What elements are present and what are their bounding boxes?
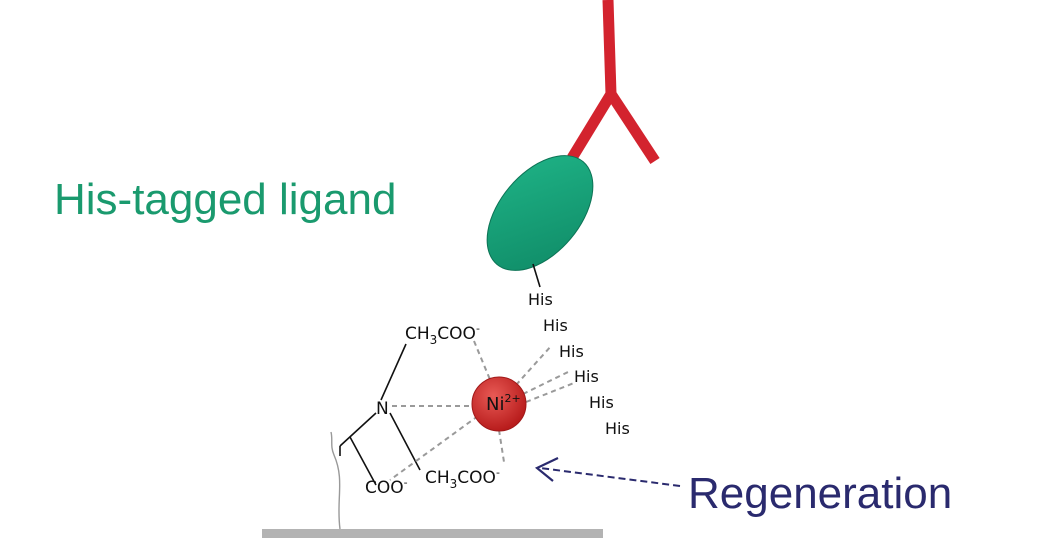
regeneration-arrow [534,457,681,487]
histidine-label: His [574,367,599,386]
ligand-linker [532,263,541,288]
ligand-body [486,155,594,271]
ligand-label: His-tagged ligand [54,175,396,224]
regeneration-label: Regeneration [688,469,952,518]
surface-tether [330,431,341,530]
nitrogen-atom: N [376,399,389,419]
coordination-bonds [389,340,575,481]
histidine-label: His [543,316,568,335]
carboxylate-bottom: COO- [365,476,408,498]
nickel-ion [471,376,527,432]
acetate-top: CH3COO- [405,322,480,347]
acetate-bottom: CH3COO- [425,466,500,491]
histidine-label: His [528,290,553,309]
histidine-label: His [559,342,584,361]
sensor-surface [262,529,603,538]
chelator-bonds [339,343,421,486]
histidine-label: His [589,393,614,412]
histidine-label: His [605,419,630,438]
antibody-shape [567,0,660,165]
nickel-label: Ni2+ [486,392,521,415]
histidine-tag: His His His His His His [528,290,630,438]
